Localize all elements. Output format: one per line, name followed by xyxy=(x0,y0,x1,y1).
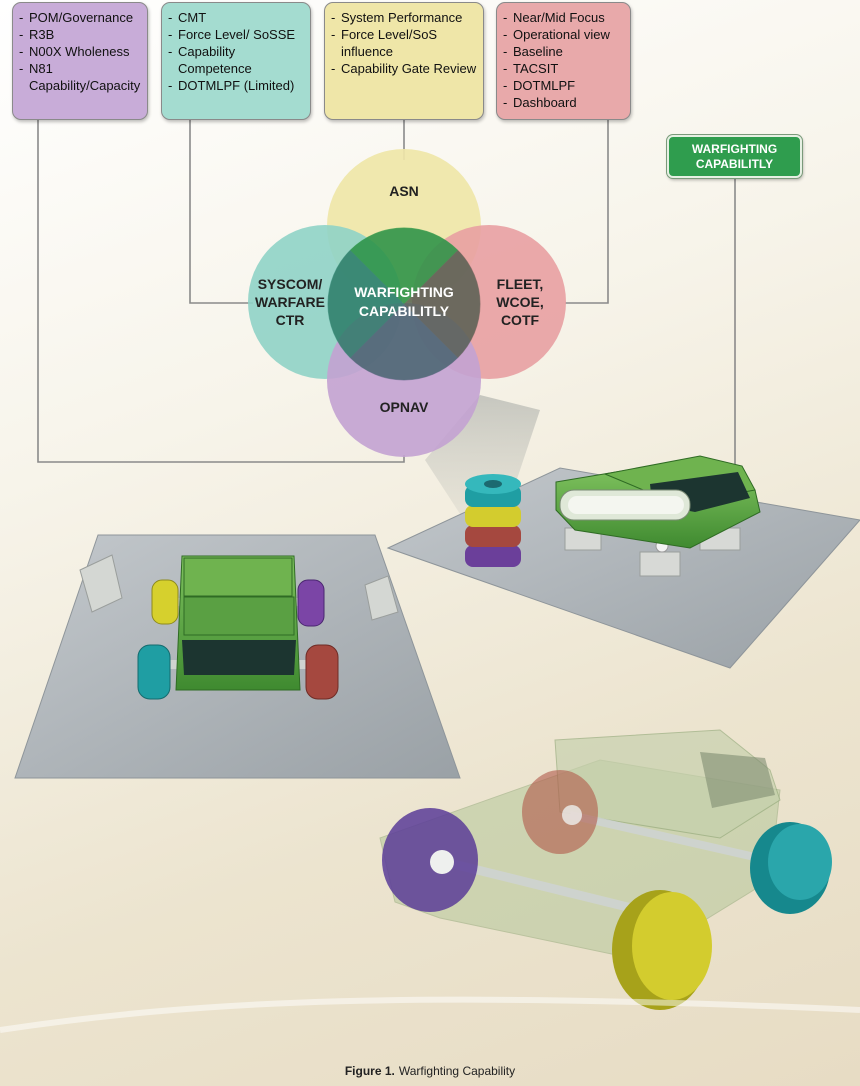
info-item: TACSIT xyxy=(503,60,626,77)
truck-body-assembled xyxy=(555,455,761,549)
info-item: System Performance xyxy=(331,9,479,26)
venn-label-syscom-3: CTR xyxy=(276,312,305,328)
wheel-teal-large xyxy=(750,822,832,914)
wheel-red-small xyxy=(305,644,339,700)
exploded-truck xyxy=(379,729,832,1010)
info-item: R3B xyxy=(19,26,143,43)
venn-diagram: ASN SYSCOM/ WARFARE CTR FLEET, WCOE, COT… xyxy=(248,149,566,457)
wheel-red-large xyxy=(522,770,598,854)
connector-lines xyxy=(37,120,736,465)
assembled-platform xyxy=(386,455,860,669)
venn-label-center-2: CAPABILITLY xyxy=(359,303,450,319)
truck-body-parts xyxy=(175,555,301,691)
info-item: Operational view xyxy=(503,26,626,43)
venn-label-fleet-1: FLEET, xyxy=(497,276,544,292)
info-item: CMT xyxy=(168,9,306,26)
info-box-pink: Near/Mid Focus Operational view Baseline… xyxy=(496,2,631,120)
info-item: Near/Mid Focus xyxy=(503,9,626,26)
wheel-yellow-large xyxy=(612,890,712,1010)
venn-label-syscom-2: WARFARE xyxy=(255,294,325,310)
figure-caption: Figure 1.Warfighting Capability xyxy=(0,1064,860,1078)
venn-label-syscom-1: SYSCOM/ xyxy=(258,276,323,292)
warfighting-capability-badge: WARFIGHTING CAPABILITLY xyxy=(667,135,802,178)
venn-label-opnav: OPNAV xyxy=(380,399,429,415)
info-box-teal: CMT Force Level/ SoSSE Capability Compet… xyxy=(161,2,311,120)
venn-label-asn: ASN xyxy=(389,183,419,199)
info-item: Dashboard xyxy=(503,94,626,111)
parts-platform xyxy=(14,534,461,779)
caption-label: Figure 1. xyxy=(344,1064,395,1078)
venn-label-center-1: WARFIGHTING xyxy=(354,284,454,300)
venn-label-fleet-2: WCOE, xyxy=(496,294,543,310)
caption-text: Warfighting Capability xyxy=(398,1064,516,1078)
light-streak xyxy=(0,996,860,1033)
info-item: Force Level/SoS influence xyxy=(331,26,479,60)
info-item: Capability Competence xyxy=(168,43,306,77)
info-box-yellow: System Performance Force Level/SoS influ… xyxy=(324,2,484,120)
info-item: Force Level/ SoSSE xyxy=(168,26,306,43)
info-item: Capability Gate Review xyxy=(331,60,479,77)
wheel-teal-small xyxy=(137,644,171,700)
info-item: N00X Wholeness xyxy=(19,43,143,60)
venn-label-fleet-3: COTF xyxy=(501,312,540,328)
info-item: Baseline xyxy=(503,43,626,60)
info-box-purple: POM/Governance R3B N00X Wholeness N81 Ca… xyxy=(12,2,148,120)
info-item: DOTMLPF (Limited) xyxy=(168,77,306,94)
info-item: POM/Governance xyxy=(19,9,143,26)
wheel-purple-large xyxy=(382,808,478,912)
badge-line-1: WARFIGHTING xyxy=(691,141,778,156)
badge-line-2: CAPABILITLY xyxy=(695,156,774,171)
wheel-purple-small xyxy=(297,579,325,627)
wheel-yellow-small xyxy=(151,579,179,625)
info-item: N81 Capability/Capacity xyxy=(19,60,143,94)
tire-stack xyxy=(465,474,521,567)
info-item: DOTMLPF xyxy=(503,77,626,94)
